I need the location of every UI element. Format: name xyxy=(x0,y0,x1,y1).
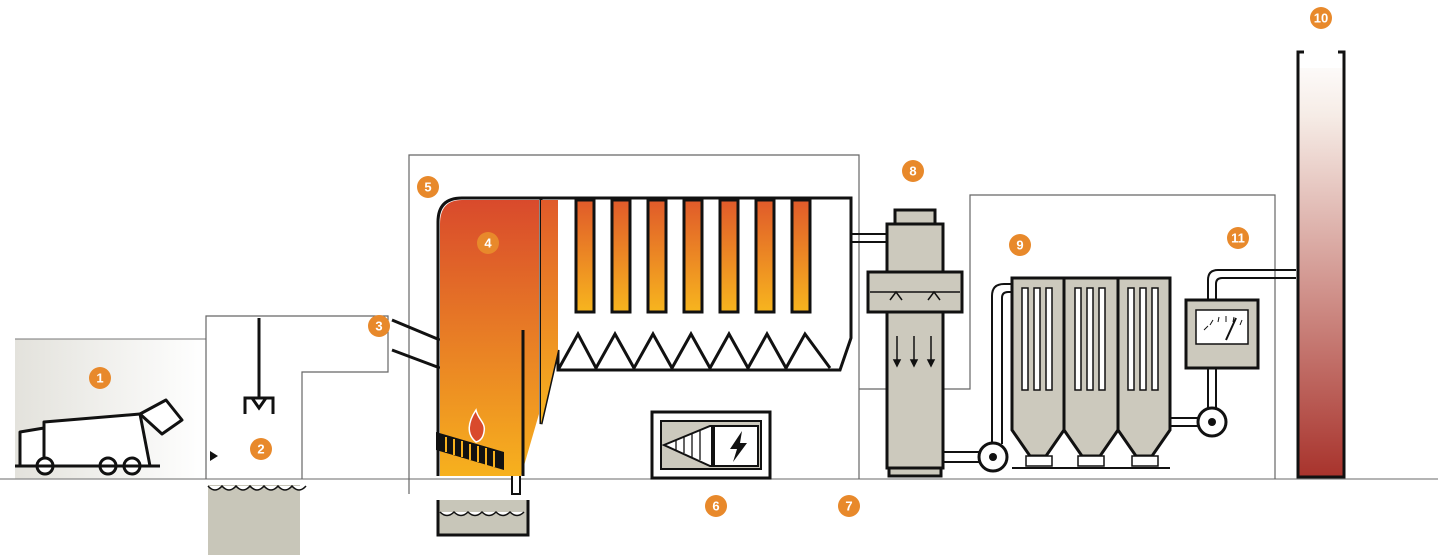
flue-duct-1 xyxy=(851,233,887,243)
svg-text:3: 3 xyxy=(375,319,382,334)
svg-text:4: 4 xyxy=(484,236,492,251)
delivery-arrow-icon xyxy=(210,451,218,461)
flue-duct-3 xyxy=(1170,269,1296,427)
badge-3: 3 xyxy=(368,315,390,337)
svg-text:1: 1 xyxy=(96,371,103,386)
boiler-tubes xyxy=(574,198,812,314)
svg-text:11: 11 xyxy=(1231,231,1245,246)
garbage-truck-icon xyxy=(15,398,184,476)
badge-1: 1 xyxy=(89,367,111,389)
second-pass xyxy=(541,200,558,424)
furnace-fire xyxy=(440,200,539,476)
badge-11: 11 xyxy=(1227,227,1249,249)
badge-8: 8 xyxy=(902,160,924,182)
lightning-icon xyxy=(730,431,747,462)
badge-7: 7 xyxy=(838,495,860,517)
badge-9: 9 xyxy=(1009,234,1031,256)
svg-text:7: 7 xyxy=(845,499,852,514)
badge-5: 5 xyxy=(417,176,439,198)
svg-text:5: 5 xyxy=(424,180,431,195)
flue-duct-2 xyxy=(943,283,1012,463)
svg-text:2: 2 xyxy=(257,442,264,457)
badge-6: 6 xyxy=(705,495,727,517)
grate xyxy=(436,432,504,470)
scrubber-tower xyxy=(866,208,964,478)
svg-text:6: 6 xyxy=(712,499,719,514)
fan-icon xyxy=(977,441,1009,473)
gauge-icon xyxy=(1184,298,1260,370)
badge-2: 2 xyxy=(250,438,272,460)
svg-text:10: 10 xyxy=(1314,11,1328,26)
chimney xyxy=(1296,40,1346,479)
badge-10: 10 xyxy=(1310,7,1332,29)
fan-icon-2 xyxy=(1196,406,1228,438)
flame-icon xyxy=(468,408,486,443)
feed-hopper xyxy=(391,318,441,370)
waste-pit xyxy=(208,485,300,555)
bunker-building xyxy=(205,315,389,479)
badge-4: 4 xyxy=(477,232,499,254)
pit-waves xyxy=(207,484,307,491)
boiler-hoppers xyxy=(556,330,832,372)
svg-text:9: 9 xyxy=(1016,238,1023,253)
ash-discharge xyxy=(436,476,530,537)
turbine-generator xyxy=(650,410,772,480)
grab-crane-icon xyxy=(243,318,275,414)
bag-filter xyxy=(1010,276,1172,469)
scrubber-arrows xyxy=(892,336,936,368)
svg-text:8: 8 xyxy=(909,164,916,179)
